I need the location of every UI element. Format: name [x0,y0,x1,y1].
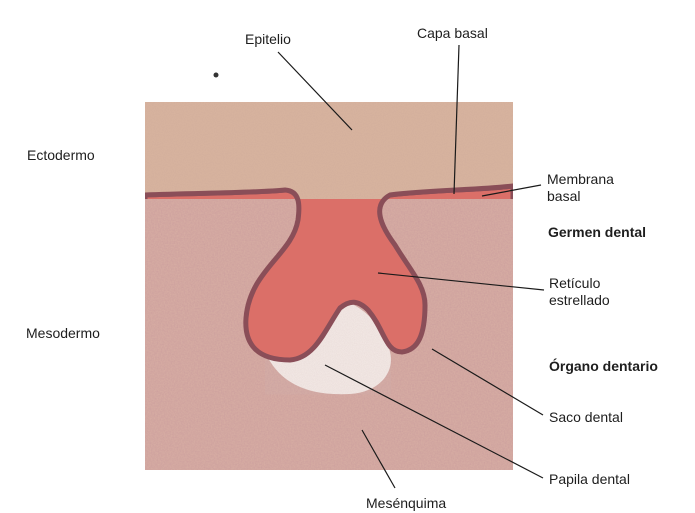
label-reticulo-line1: Retículo [549,275,600,292]
label-mesenquima: Mesénquima [366,495,446,512]
label-epitelio: Epitelio [245,31,291,48]
label-saco-dental: Saco dental [549,409,623,426]
label-membrana-basal-line2: basal [547,188,580,205]
label-organo-dentario: Órgano dentario [549,358,658,375]
label-capa-basal: Capa basal [417,25,488,42]
epithelium-texture [145,102,513,199]
speck [214,73,219,78]
label-ectodermo: Ectodermo [27,147,95,164]
label-membrana-basal-line1: Membrana [547,171,614,188]
label-mesodermo: Mesodermo [26,325,100,342]
label-reticulo-line2: estrellado [549,292,610,309]
label-germen-dental: Germen dental [548,224,646,241]
label-papila-dental: Papila dental [549,471,630,488]
